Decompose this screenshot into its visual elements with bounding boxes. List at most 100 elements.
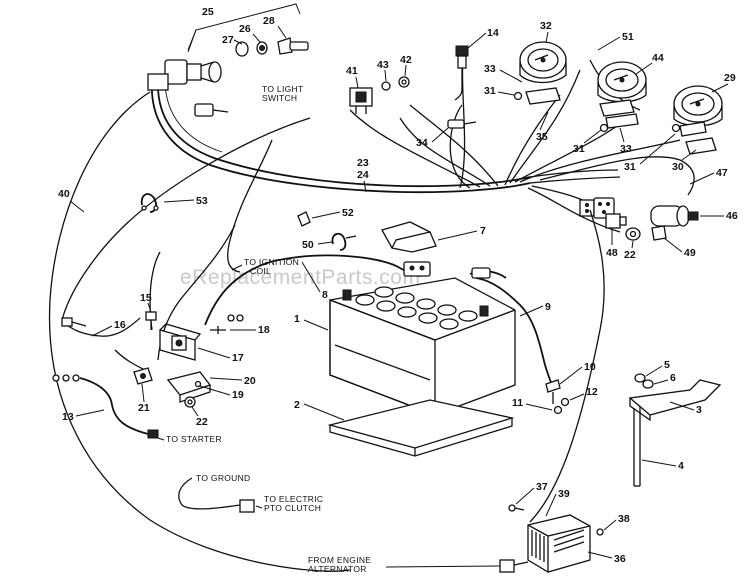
label-to-electric-pto-clutch-1: TO ELECTRIC (264, 494, 323, 504)
callout-2: 2 (294, 399, 300, 411)
pto-clutch-wires (178, 477, 255, 513)
callout-47: 47 (716, 167, 728, 179)
terminal-cover-7 (381, 221, 437, 253)
label-to-light-switch-1: TO LIGHT (262, 84, 303, 94)
callout-31c: 31 (624, 161, 636, 173)
wire-labels: TO LIGHT SWITCH TO IGNITION COIL TO STAR… (166, 84, 371, 574)
callout-46: 46 (726, 210, 738, 222)
gauge-44 (597, 61, 647, 103)
harness-40 (48, 91, 351, 572)
gauge-29 (673, 85, 723, 127)
callout-41: 41 (346, 65, 358, 77)
callout-29: 29 (724, 72, 736, 84)
callout-12: 12 (586, 386, 598, 398)
callout-32: 32 (540, 20, 552, 32)
callout-26: 26 (239, 23, 251, 35)
callout-33b: 33 (620, 143, 632, 155)
callout-6: 6 (670, 372, 676, 384)
callout-10: 10 (584, 361, 596, 373)
callout-28: 28 (263, 15, 275, 27)
label-from-engine-alternator-2: ALTERNATOR (308, 564, 367, 574)
callout-4: 4 (678, 460, 684, 472)
callout-52: 52 (342, 207, 354, 219)
washer-22-right (625, 227, 641, 241)
callout-9: 9 (545, 301, 551, 313)
terminal-hardware (545, 379, 570, 415)
callout-30: 30 (672, 161, 684, 173)
wing-nuts (513, 91, 681, 133)
callout-35: 35 (536, 131, 548, 143)
watermark: eReplacementParts.com (180, 266, 420, 289)
callout-49: 49 (684, 247, 696, 259)
bracket-49 (651, 225, 667, 241)
callout-53: 53 (196, 195, 208, 207)
callout-7: 7 (480, 225, 486, 237)
callout-50: 50 (302, 239, 314, 251)
callout-18: 18 (258, 324, 270, 336)
bracket-20 (166, 371, 212, 408)
left-wires (114, 139, 273, 371)
label-from-engine-alternator-1: FROM ENGINE (308, 555, 371, 565)
callout-36: 36 (614, 553, 626, 565)
callout-15: 15 (140, 292, 152, 304)
callout-22b: 22 (624, 249, 636, 261)
label-to-ignition-coil-1: TO IGNITION (244, 257, 299, 267)
gauge-32 (519, 41, 567, 84)
battery-tray-2 (327, 399, 515, 457)
label-to-starter: TO STARTER (166, 434, 222, 444)
connector-14 (454, 45, 469, 101)
callout-44: 44 (652, 52, 664, 64)
callout-25: 25 (202, 6, 214, 18)
callout-31a: 31 (484, 85, 496, 97)
wire-clip-53 (140, 193, 159, 213)
callout-22: 22 (196, 416, 208, 428)
callout-8: 8 (322, 289, 328, 301)
wire-clip-50 (331, 232, 357, 251)
solenoid-bracket-17 (159, 323, 202, 361)
battery-cable-8 (204, 254, 431, 326)
battery-1 (329, 277, 516, 416)
connector-34 (447, 119, 477, 129)
callout-38: 38 (618, 513, 630, 525)
callout-39: 39 (558, 488, 570, 500)
callout-48: 48 (606, 247, 618, 259)
callout-1: 1 (294, 313, 300, 325)
callout-27: 27 (222, 34, 234, 46)
screw-18 (210, 314, 244, 334)
callout-5: 5 (664, 359, 670, 371)
callout-16: 16 (114, 319, 126, 331)
callout-21: 21 (138, 402, 150, 414)
battery-cable-9 (469, 267, 553, 386)
label-leaders (157, 264, 501, 568)
callout-51: 51 (622, 31, 634, 43)
connector-15 (145, 311, 157, 330)
callout-33a: 33 (484, 63, 496, 75)
label-to-ignition-coil-2: COIL (250, 266, 271, 276)
label-to-electric-pto-clutch-2: PTO CLUTCH (264, 503, 321, 513)
terminal-16 (61, 317, 87, 327)
callout-24: 24 (357, 169, 369, 181)
callouts: 25 27 26 28 14 32 51 44 29 41 43 42 (58, 6, 738, 565)
label-to-ground: TO GROUND (196, 473, 251, 483)
callout-34: 34 (416, 137, 428, 149)
battery-hold-down (628, 373, 722, 487)
callout-23: 23 (357, 157, 369, 169)
callout-17: 17 (232, 352, 244, 364)
ignition-switch-assembly (147, 3, 309, 117)
callout-37: 37 (536, 481, 548, 493)
callout-42: 42 (400, 54, 412, 66)
callout-19: 19 (232, 389, 244, 401)
gauge-brackets (525, 87, 717, 155)
connector-48 (605, 213, 627, 229)
starter-cable-13 (52, 374, 159, 439)
connector-21 (133, 367, 153, 385)
relay-41 (349, 76, 410, 114)
callout-43: 43 (377, 59, 389, 71)
callout-40: 40 (58, 188, 70, 200)
callout-11: 11 (512, 397, 523, 409)
connector-47 (579, 197, 615, 219)
callout-14: 14 (487, 27, 499, 39)
callout-3: 3 (696, 404, 702, 416)
regulator-36 (499, 209, 605, 573)
